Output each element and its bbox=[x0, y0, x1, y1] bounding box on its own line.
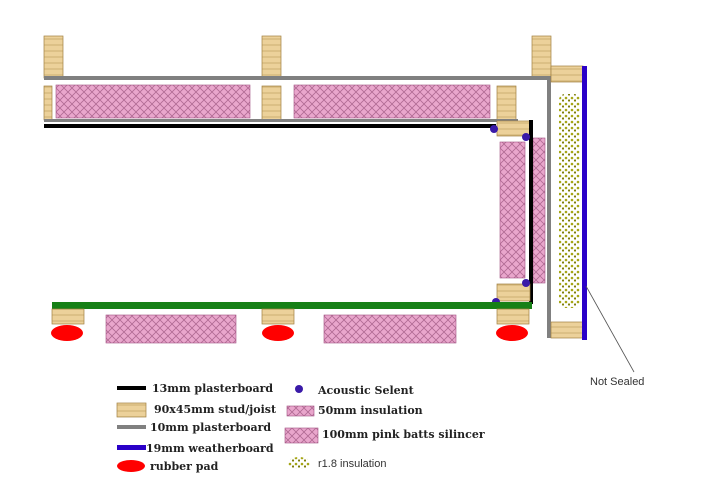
not-sealed-annotation: Not Sealed bbox=[590, 376, 644, 388]
ceiling-insulation-50mm bbox=[55, 84, 251, 119]
ceiling-joist bbox=[261, 35, 282, 79]
weatherboard-19mm bbox=[582, 66, 587, 340]
floor-joist bbox=[496, 308, 530, 325]
ceiling-joists bbox=[43, 35, 552, 79]
ceiling-plasterboard-10mm bbox=[44, 119, 518, 122]
wall-plasterboard-13mm bbox=[529, 120, 533, 304]
outer-stud-top bbox=[550, 65, 584, 83]
legend-swatch-10mm-plasterboard bbox=[117, 425, 146, 429]
legend: 13mm plasterboard 90x45mm stud/joist 10m… bbox=[116, 382, 485, 473]
legend-label-50mm-insulation: 50mm insulation bbox=[318, 404, 423, 417]
sealant-dot bbox=[522, 279, 530, 287]
sealant-dot bbox=[522, 133, 530, 141]
r18-insulation bbox=[559, 94, 580, 308]
wall-insulation-100mm bbox=[499, 141, 526, 279]
wall-insulation-50mm bbox=[532, 137, 546, 284]
legend-swatch-weatherboard bbox=[117, 445, 146, 450]
floor-joist bbox=[51, 308, 85, 325]
legend-label-rubber-pad: rubber pad bbox=[150, 460, 219, 473]
legend-label-10mm-plasterboard: 10mm plasterboard bbox=[150, 421, 271, 434]
rubber-pad bbox=[496, 325, 528, 341]
joist-stub bbox=[43, 85, 53, 121]
bottom-plate bbox=[496, 283, 531, 302]
legend-label-acoustic-sealant: Acoustic Selent bbox=[317, 384, 415, 397]
ceiling-plasterboard-13mm bbox=[44, 124, 496, 128]
legend-swatch-rubber-pad bbox=[117, 460, 145, 472]
legend-label-13mm-plasterboard: 13mm plasterboard bbox=[152, 382, 273, 395]
legend-swatch-stud bbox=[116, 402, 147, 418]
rubber-pad bbox=[51, 325, 83, 341]
upper-plasterboard-10mm bbox=[44, 76, 550, 80]
joist-stub bbox=[496, 85, 517, 121]
lower-joists bbox=[43, 85, 517, 121]
floor-joists bbox=[51, 308, 530, 325]
legend-swatch-100mm-insulation bbox=[284, 427, 319, 444]
joist-stub bbox=[261, 85, 282, 121]
ceiling-joist bbox=[531, 35, 552, 79]
ceiling-insulation-50mm bbox=[293, 84, 491, 119]
legend-label-100mm-insulation: 100mm pink batts silincer bbox=[322, 428, 485, 441]
legend-swatch-50mm-insulation bbox=[286, 405, 315, 417]
rubber-pad bbox=[262, 325, 294, 341]
rubber-pads bbox=[51, 325, 528, 341]
ceiling-joist bbox=[43, 35, 64, 79]
callout-line bbox=[585, 285, 635, 373]
sealant-dot bbox=[490, 125, 498, 133]
legend-label-r18-insulation: r1.8 insulation bbox=[318, 458, 387, 470]
legend-label-weatherboard: 19mm weatherboard bbox=[146, 442, 274, 455]
legend-swatch-r18-insulation bbox=[288, 457, 310, 469]
legend-swatch-acoustic-sealant bbox=[295, 385, 303, 393]
floor-insulation-50mm bbox=[105, 314, 237, 344]
floor-joist bbox=[261, 308, 295, 325]
right-plasterboard-10mm bbox=[547, 76, 551, 338]
outer-stud-bottom bbox=[550, 321, 584, 339]
legend-label-stud: 90x45mm stud/joist bbox=[154, 403, 277, 416]
floor-insulation-50mm bbox=[323, 314, 457, 344]
legend-swatch-13mm-plasterboard bbox=[117, 386, 146, 390]
floor-board bbox=[52, 302, 532, 309]
